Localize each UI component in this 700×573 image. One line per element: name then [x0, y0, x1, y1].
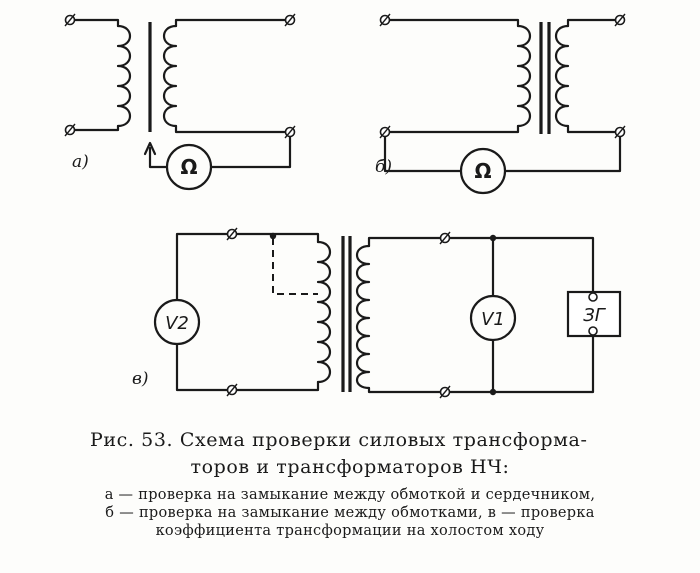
wire-c-top-left: [175, 232, 320, 302]
winding-c-secondary: [355, 244, 371, 390]
junction-tap: [269, 232, 277, 240]
diagram-a: Ω а): [64, 13, 296, 191]
wire-a-bottom-right: [174, 124, 292, 134]
generator-terminal-top: [588, 292, 598, 302]
figure-caption-title-line2: торов и трансформаторов НЧ:: [190, 456, 510, 478]
ohmmeter-b: [459, 147, 507, 195]
figure-caption-title-line1: Рис. 53. Схема проверки силовых трансфор…: [90, 429, 588, 451]
winding-a-primary: [116, 24, 132, 128]
caption-desc-line1: а — проверка на замыкание между обмоткой…: [104, 487, 596, 503]
wire-c-bottom-left: [175, 342, 320, 392]
figure-caption-description: а — проверка на замыкание между обмоткой…: [0, 486, 700, 540]
winding-a-secondary: [162, 24, 178, 128]
junction-v1-top: [489, 234, 497, 242]
ohmmeter-b-symbol: Ω: [474, 159, 491, 183]
ohmmeter-a-symbol: Ω: [180, 155, 197, 179]
wire-b-bottom-right: [566, 124, 622, 134]
wire-c-top-right: [367, 236, 595, 294]
dashed-tap: [272, 238, 318, 295]
generator-label: ЗГ: [583, 305, 607, 326]
wire-b-top-right: [566, 18, 622, 28]
wire-b-meter-left: [383, 130, 462, 173]
ohmmeter-a: [165, 143, 213, 191]
wire-b-bottom-left: [383, 124, 520, 134]
junction-v1-bottom: [489, 388, 497, 396]
generator-terminal-bottom: [588, 326, 598, 336]
wire-a-top-right: [174, 18, 292, 28]
label-a: а): [72, 152, 89, 172]
wire-a-meter-left: [148, 146, 168, 169]
label-b: б): [375, 157, 392, 177]
terminals-c: [226, 227, 451, 399]
terminals-b: [379, 13, 626, 139]
voltmeter-v2: [153, 298, 201, 346]
winding-b-primary: [516, 24, 532, 128]
wire-a-meter-right: [210, 130, 292, 169]
wire-b-top-left: [383, 18, 520, 28]
diagram-c: V2 V1 ЗГ в): [132, 227, 622, 399]
wire-a-top-left: [68, 18, 120, 28]
winding-c-primary: [316, 240, 332, 384]
wire-c-bottom-right: [367, 334, 595, 394]
wire-a-bottom-left: [68, 124, 120, 132]
diagram-b: Ω б): [375, 13, 626, 195]
winding-b-secondary: [554, 24, 570, 128]
caption-desc-line2: б — проверка на замыкание между обмоткам…: [105, 505, 595, 521]
voltmeter-v1-label: V1: [481, 309, 505, 330]
label-c: в): [132, 369, 149, 389]
terminals-a: [64, 13, 296, 139]
voltmeter-v1: [469, 294, 517, 342]
caption-desc-line3: коэффициента трансформации на холостом х…: [155, 523, 545, 539]
wire-b-meter-right: [504, 130, 622, 173]
voltmeter-v2-label: V2: [165, 313, 189, 334]
arrow-a-to-core: [143, 141, 157, 156]
